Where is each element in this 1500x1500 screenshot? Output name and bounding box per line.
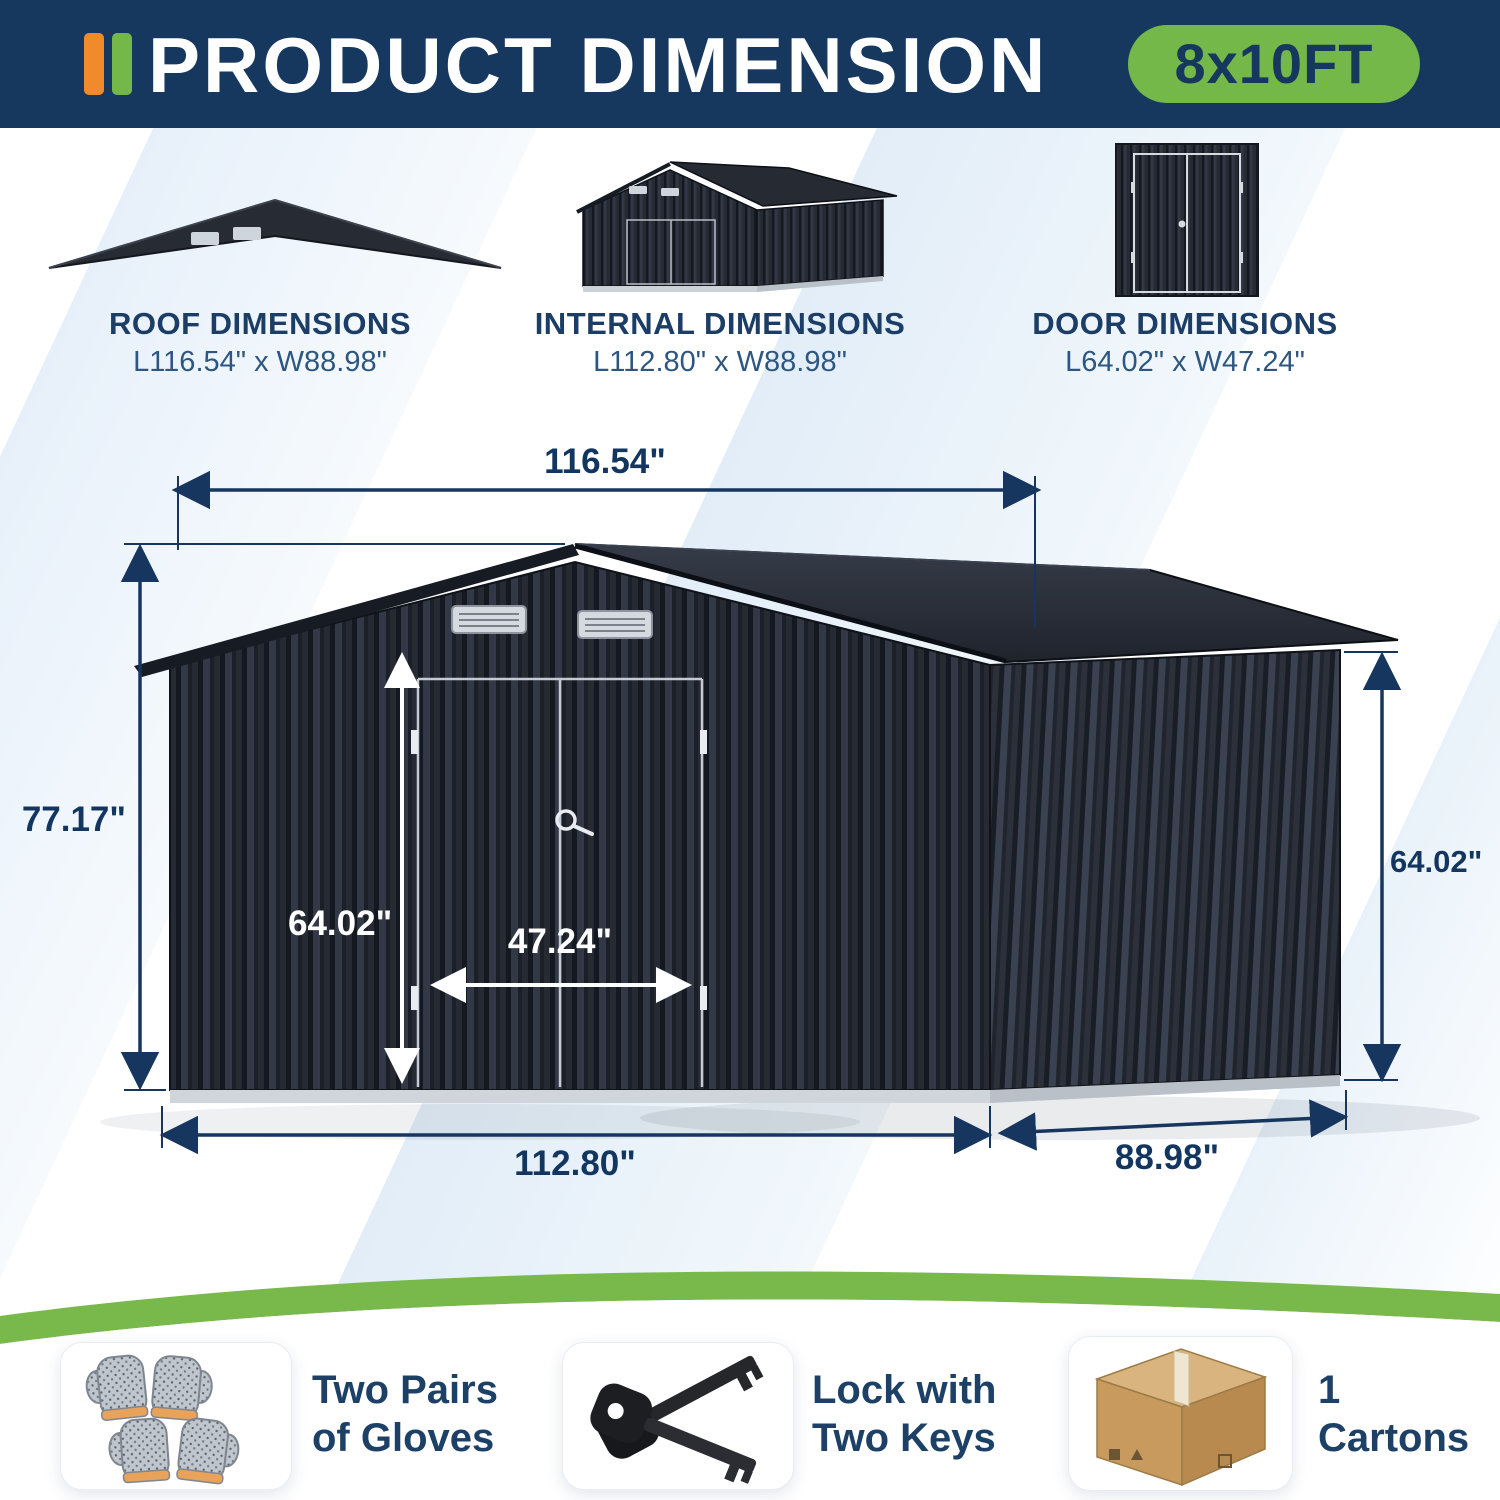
door-dimensions-value: L64.02" x W47.24" xyxy=(1065,346,1305,378)
header-banner: PRODUCT DIMENSION 8x10FT xyxy=(0,0,1500,128)
outer-dimension-lines xyxy=(120,470,1402,1155)
keys-icon xyxy=(590,1355,764,1484)
vent-left-icon xyxy=(451,605,527,634)
door-width-label: 47.24" xyxy=(507,922,613,961)
inner-dimension-lines xyxy=(384,652,692,1084)
roof-dimensions-value: L116.54" x W88.98" xyxy=(133,346,387,378)
keys-card xyxy=(562,1342,794,1490)
door-handle xyxy=(555,809,594,836)
shed-vent-icon xyxy=(629,186,647,194)
roof-thumbnail-image xyxy=(48,198,502,269)
page-title: PRODUCT DIMENSION xyxy=(148,21,1049,109)
shed-illustration xyxy=(100,470,1480,1155)
door-thumb-handle xyxy=(1178,220,1186,228)
carton-print-marks xyxy=(1109,1449,1232,1468)
green-curve-divider xyxy=(0,1271,1500,1348)
base-depth-label: 88.98" xyxy=(1114,1138,1220,1177)
shed-vent-icon xyxy=(661,188,679,196)
carton-label: 1 Cartons xyxy=(1318,1366,1469,1462)
shed-side-wall xyxy=(989,648,1341,1092)
carton-box-icon xyxy=(1094,1348,1268,1487)
base-front xyxy=(170,1090,990,1103)
vent-right-icon xyxy=(577,610,653,639)
roof-vent-icon xyxy=(191,232,219,245)
header-accent-bar-green-icon xyxy=(112,33,132,95)
door-dimensions-title: DOOR DIMENSIONS xyxy=(1032,306,1338,341)
gloves-card xyxy=(60,1342,292,1490)
shed-thumb-doors xyxy=(626,219,716,285)
total-height-label: 77.17" xyxy=(21,800,126,839)
gloves-label-line2: of Gloves xyxy=(312,1416,495,1460)
roof-overhang-left xyxy=(134,544,579,677)
header-accent-bar-orange-icon xyxy=(84,33,104,95)
door-thumb-outline xyxy=(1133,153,1241,293)
internal-dimensions-value: L112.80" x W88.98" xyxy=(593,346,847,378)
size-badge: 8x10FT xyxy=(1128,25,1420,103)
roof-dimensions-title: ROOF DIMENSIONS xyxy=(108,306,411,341)
keys-label-line2: Two Keys xyxy=(812,1416,996,1460)
gloves-icon xyxy=(85,1354,240,1485)
carton-card xyxy=(1068,1336,1293,1491)
keys-label-line1: Lock with xyxy=(812,1368,997,1412)
base-side xyxy=(990,1075,1340,1103)
keys-label: Lock with Two Keys xyxy=(812,1366,996,1462)
roof-length-label: 116.54" xyxy=(544,442,666,481)
carton-label-line2: Cartons xyxy=(1318,1416,1470,1460)
eave-height-label: 64.02" xyxy=(1390,844,1483,879)
base-length-label: 112.80" xyxy=(514,1144,636,1183)
gloves-label: Two Pairs of Gloves xyxy=(312,1366,498,1462)
carton-label-line1: 1 xyxy=(1318,1368,1341,1412)
internal-dimensions-title: INTERNAL DIMENSIONS xyxy=(534,306,906,341)
roof-vent-icon xyxy=(233,227,261,240)
shed-front-wall xyxy=(169,560,991,1091)
roof-overhang-right xyxy=(574,543,1007,664)
door-thumb-hinges xyxy=(1131,182,1243,263)
wall-height-label: 64.02" xyxy=(288,904,393,943)
roof-ridge xyxy=(574,543,1151,571)
door-thumbnail-image xyxy=(1115,143,1259,297)
gloves-label-line1: Two Pairs xyxy=(312,1368,498,1412)
internal-thumbnail-image xyxy=(576,161,898,292)
